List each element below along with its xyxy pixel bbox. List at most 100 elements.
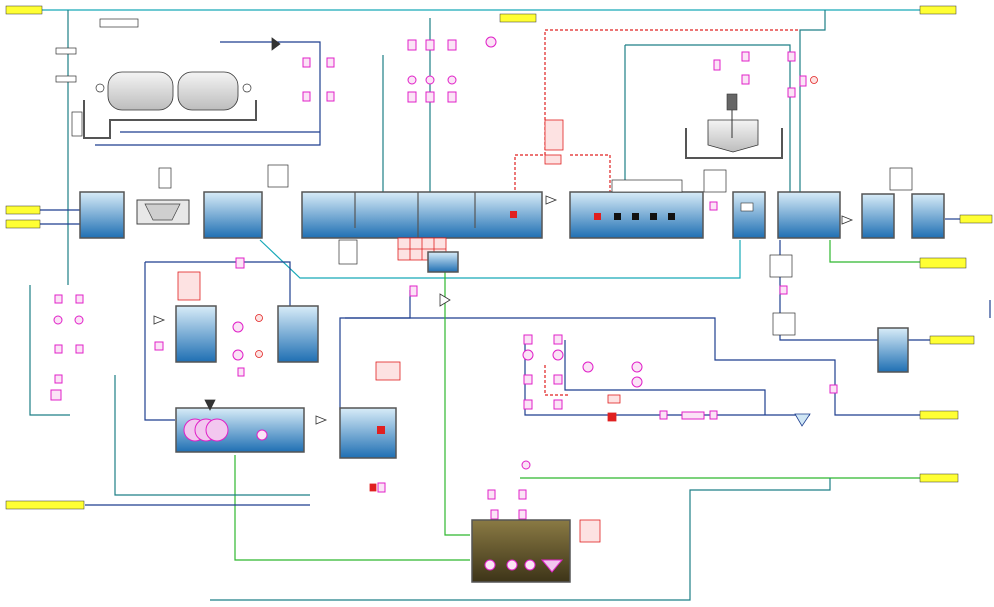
green-pipe-3 [829,240,920,263]
lower-valve-5 [523,399,533,410]
flow-arrow-icon [545,195,558,205]
left-column-valve-3 [54,344,63,354]
flow-arrow-icon-4 [315,415,328,425]
lower-valve-6 [553,399,563,410]
clarifier-tank [777,191,841,239]
red-alarm-4 [607,394,621,404]
equalization-tank [203,191,263,239]
bottom-teal-pipe [210,478,831,601]
screen-unit-symbol [144,203,181,221]
rt-valve-1 [741,51,750,62]
rotary-pump [256,429,268,441]
instrument-stack-2 [544,119,564,151]
left-column-tank [50,389,62,401]
storage-gauge-1 [95,83,105,93]
storage-bund [83,100,257,139]
flow-symbols [153,37,854,427]
dosing-valve-3 [447,39,457,51]
mid-blue-pipe [145,261,291,320]
control-box [544,154,562,165]
valve-icon [439,293,451,307]
process-loop-pipe [345,317,920,416]
cartridge-filter [681,411,705,420]
rt-valve-2 [741,74,750,85]
red-alarm-6 [369,483,377,492]
mid-valve-2 [154,341,164,351]
sludge-valve-1 [487,489,496,500]
gauge-pair-4 [611,179,683,193]
lower-valve-2 [553,334,563,345]
gauge-pairs [55,47,913,336]
dosing-valve-4 [407,91,417,103]
mid-valve-3 [237,367,245,377]
left-column-valve-1 [54,294,63,304]
outlet-label-2 [919,257,967,269]
outlet-label-4 [919,410,959,420]
red-dashed-3 [544,365,570,396]
green-pipe-1 [444,262,470,536]
small-tank-a [732,191,766,239]
rt-valve-3 [787,51,796,62]
mixing-bund [685,128,783,159]
dosing-valve-5 [425,91,435,103]
instrument-stack-3 [375,361,401,381]
mixer-motor [726,93,738,111]
equipment-legend-box [99,18,139,28]
dosing-pump-4 [485,36,497,48]
storage-gauge-2 [242,83,252,93]
sludge-valve-2 [518,489,527,500]
lower-tank-t03 [175,305,217,363]
bottom-valve-2 [409,285,418,297]
red-instrument-clusters [177,76,818,543]
sludge-tank [471,519,571,583]
lower-left-tank-link [144,262,175,421]
red-alarm-2 [255,350,263,358]
t04-indicator [377,426,385,434]
rt-valve-8 [326,91,335,102]
lower-pump-5 [631,376,643,388]
lower-valve-1 [523,334,533,345]
gauge-pair-7 [769,254,793,278]
sludge-gauge [521,460,531,470]
rt-valve-5 [799,75,807,87]
green-pipe-2 [234,455,470,561]
gauge-pair-8 [772,312,796,336]
inlet-label-bottom [5,500,85,510]
lower-tank-t01 [277,305,319,363]
lower-left-tanks [175,251,909,459]
filter-tank-2 [911,193,945,239]
sludge-pump-1 [484,559,496,571]
outlet-valve [829,384,838,394]
instrument-stack-1 [177,271,201,301]
left-column-pump-1 [53,315,63,325]
storage-tank-1 [107,71,174,111]
left-column-pump-2 [74,315,84,325]
basin-alarm-red [510,211,517,218]
mid-pump-2 [232,349,244,361]
inlet-label-1 [5,205,41,215]
rt-valve-4 [787,87,796,98]
gauge-pair-6 [889,167,913,191]
coag-sensor-3 [632,213,639,220]
outlet-label-1 [959,214,993,224]
outlet-label-5 [919,473,959,483]
mid-valve-1 [235,257,245,269]
gauge-pair-10 [55,75,77,83]
inlet-label-top [5,5,43,15]
filter-tank-1 [861,193,895,239]
left-bottom-pipe [114,375,310,496]
inlet-tank [79,191,125,239]
top-left-storage-tanks [71,18,257,139]
dosing-pump-1 [407,75,417,85]
sludge-press [540,559,564,573]
splitter-icon [794,413,811,427]
gauge-pair-3 [338,239,358,265]
gauge-pair-2 [267,164,289,188]
under-basin-pipe [259,239,741,279]
storage-tank-2 [177,71,239,111]
left-column-valve-2 [75,294,84,304]
left-bottom-pipe-2 [29,285,70,416]
rt-valve-6 [713,59,721,71]
dosing-valve-1 [407,39,417,51]
sludge-tank-body [471,519,571,583]
